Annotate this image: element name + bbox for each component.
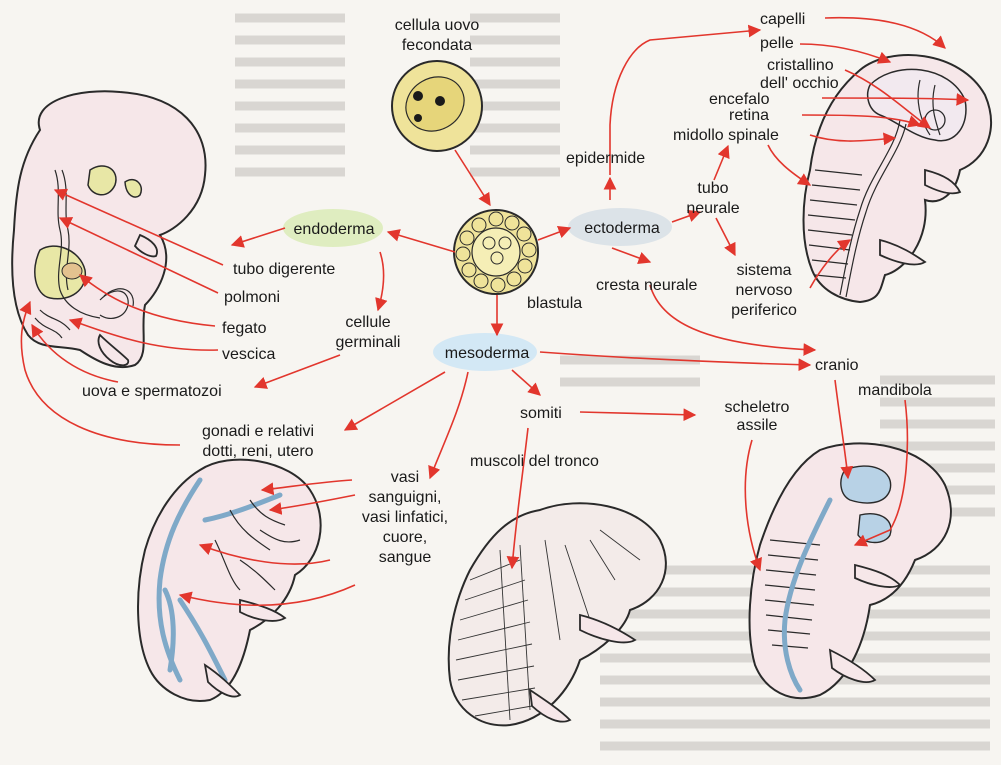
spinal-cord-label: midollo spinale	[673, 127, 779, 144]
neural-tube-label-line1: tubo	[697, 180, 728, 197]
lungs-label: polmoni	[224, 289, 280, 306]
liver-label: fegato	[222, 320, 267, 337]
hair-label: capelli	[760, 11, 805, 28]
blastula-icon	[454, 210, 538, 294]
bladder-label: vescica	[222, 346, 275, 363]
retina-label: retina	[729, 107, 769, 124]
zygote-label-line2: fecondata	[402, 37, 472, 54]
mesoderm-label: mesoderma	[445, 345, 530, 362]
gonads-label-line1: gonadi e relativi	[202, 423, 314, 440]
blastula-label: blastula	[527, 295, 582, 312]
lens-label-line2: dell' occhio	[760, 75, 839, 92]
brain-label: encefalo	[709, 91, 770, 108]
vessels-label-line1: vasi	[391, 469, 419, 486]
pns-label-line3: periferico	[731, 302, 797, 319]
somites-label: somiti	[520, 405, 562, 422]
ectoderm-label: ectoderma	[584, 220, 660, 237]
gonads-label-line2: dotti, reni, utero	[202, 443, 313, 460]
endoderm-label: endoderma	[294, 221, 375, 238]
gut-label: tubo digerente	[233, 261, 335, 278]
embryo-ectoderm-icon	[804, 55, 991, 302]
epidermis-label: epidermide	[566, 150, 645, 167]
embryo-endoderm-icon	[12, 91, 205, 367]
trunk-muscles-label: muscoli del tronco	[470, 453, 599, 470]
lens-label-line1: cristallino	[767, 57, 834, 74]
axial-skeleton-label-line1: scheletro	[725, 399, 790, 416]
vessels-label-line2: sanguigni,	[369, 489, 442, 506]
embryo-vascular-icon	[138, 460, 321, 701]
vessels-label-line4: cuore,	[383, 529, 427, 546]
gametes-label: uova e spermatozoi	[82, 383, 222, 400]
pns-label-line1: sistema	[736, 262, 791, 279]
mandible-label: mandibola	[858, 382, 932, 399]
zygote-label-line1: cellula uovo	[395, 17, 480, 34]
vessels-label-line3: vasi linfatici,	[362, 509, 448, 526]
skin-label: pelle	[760, 35, 794, 52]
neural-tube-label-line2: neurale	[686, 200, 739, 217]
axial-skeleton-label-line2: assile	[737, 417, 778, 434]
germ-cells-label-line1: cellule	[345, 314, 390, 331]
neural-crest-label: cresta neurale	[596, 277, 697, 294]
fertilized-egg-icon	[392, 61, 482, 151]
pns-label-line2: nervoso	[736, 282, 793, 299]
germ-cells-label-line2: germinali	[336, 334, 401, 351]
vessels-label-line5: sangue	[379, 549, 432, 566]
skull-label: cranio	[815, 357, 859, 374]
